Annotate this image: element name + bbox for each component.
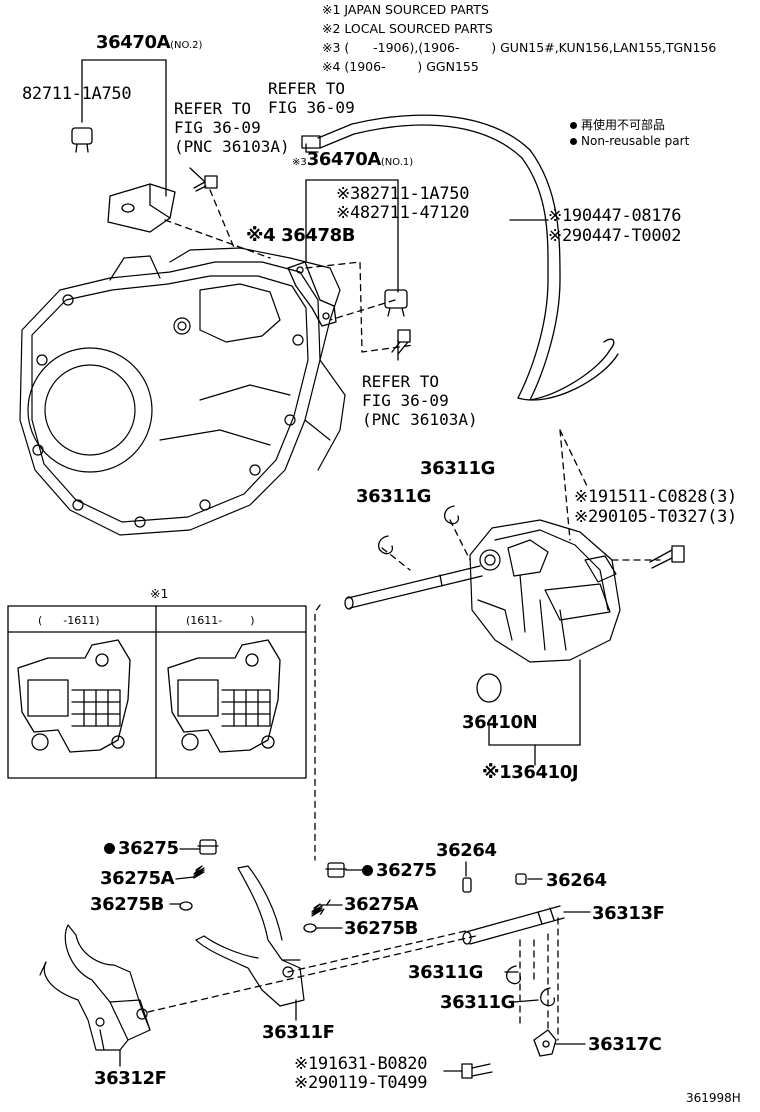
bolt-91511 xyxy=(649,545,685,569)
part-tag: (NO.1) xyxy=(380,157,414,168)
shift-housing xyxy=(469,519,621,663)
pin-36264-left xyxy=(462,877,472,893)
part-mark: ※3 xyxy=(292,157,307,168)
ball-36275b-left xyxy=(179,901,193,911)
label-90447-t0002[interactable]: ※290447-T0002 xyxy=(548,226,682,246)
label-36311g-c[interactable]: 36311G xyxy=(408,962,483,983)
label-36275-left[interactable]: 36275 xyxy=(104,840,179,858)
label-36313f[interactable]: 36313F xyxy=(592,903,665,924)
label-36410j[interactable]: ※136410J xyxy=(482,762,579,783)
part-number: 36275 xyxy=(118,838,179,859)
label-36311g-d[interactable]: 36311G xyxy=(440,992,515,1013)
label-82711-1a750-mid[interactable]: ※382711-1A750 xyxy=(336,184,470,204)
refer-fig-36-09-left[interactable]: REFER TO FIG 36-09 (PNC 36103A) xyxy=(174,99,290,156)
legend-non-reusable-en: Non-reusable part xyxy=(570,134,689,148)
inset-left-header: ( -1611) xyxy=(38,614,100,627)
bolt-upper-left xyxy=(193,175,218,192)
bracket-36478b xyxy=(287,261,337,327)
leader-lines-upper xyxy=(81,59,549,361)
label-36410n[interactable]: 36410N xyxy=(462,712,538,733)
plug-36275-right xyxy=(325,862,347,878)
part-tag: (NO.2) xyxy=(170,40,203,51)
label-36312f[interactable]: 36312F xyxy=(94,1068,167,1089)
refer-fig-36-09-top[interactable]: REFER TO FIG 36-09 xyxy=(268,79,355,117)
part-number: 36275 xyxy=(376,860,437,881)
leader-lines-lower xyxy=(119,848,467,1067)
spring-36275a-right xyxy=(311,903,323,917)
inset-mark: ※1 xyxy=(150,586,169,601)
note-japan-sourced: ※1 JAPAN SOURCED PARTS xyxy=(322,2,489,17)
clip-mid xyxy=(384,289,408,317)
note-applicability-4: ※4 (1906- ) GGN155 xyxy=(322,59,479,74)
label-90119-t0499[interactable]: ※290119-T0499 xyxy=(294,1073,428,1093)
snap-rings-upper xyxy=(377,505,460,555)
part-number: 36470A xyxy=(96,32,171,53)
dashed-lines-upper xyxy=(164,189,661,861)
pin-36264-right xyxy=(515,873,543,885)
label-36478b[interactable]: ※4 36478B xyxy=(246,225,356,246)
leader-36410j xyxy=(488,659,581,766)
shift-shaft xyxy=(344,565,483,610)
non-reusable-dot-icon xyxy=(362,865,373,876)
breather-hose xyxy=(301,114,619,401)
dashed-lines-lower xyxy=(147,899,559,1041)
label-91631-b0820[interactable]: ※191631-B0820 xyxy=(294,1054,428,1074)
note-applicability-3: ※3 ( -1906),(1906- ) GUN15#,KUN156,LAN15… xyxy=(322,40,717,55)
o-ring-36410n xyxy=(476,673,502,703)
label-36264-right[interactable]: 36264 xyxy=(546,870,607,891)
transfer-case-housing xyxy=(19,247,346,536)
clip-top xyxy=(71,127,93,153)
non-reusable-dot-icon xyxy=(104,843,115,854)
label-36311f[interactable]: 36311F xyxy=(262,1022,335,1043)
label-36275b-left[interactable]: 36275B xyxy=(90,894,164,915)
label-36275-right[interactable]: 36275 xyxy=(362,862,437,880)
label-36311g-a[interactable]: 36311G xyxy=(420,458,495,479)
label-36317c[interactable]: 36317C xyxy=(588,1034,662,1055)
label-36264-left[interactable]: 36264 xyxy=(436,840,497,861)
label-36275a-right[interactable]: 36275A xyxy=(344,894,419,915)
legend-non-reusable-jp: 再使用不可部品 xyxy=(570,116,665,133)
note-local-sourced: ※2 LOCAL SOURCED PARTS xyxy=(322,21,493,36)
bolt-91631 xyxy=(443,1063,493,1079)
label-36275a-left[interactable]: 36275A xyxy=(100,868,175,889)
non-reusable-dot-icon xyxy=(570,138,577,145)
ball-36275b-right xyxy=(303,923,317,933)
plate-36317c xyxy=(533,1029,586,1057)
legend-en-text: Non-reusable part xyxy=(581,134,690,148)
label-91511-c0828[interactable]: ※191511-C0828(3) xyxy=(574,487,737,507)
bracket-no2 xyxy=(107,183,176,233)
bolt-mid xyxy=(391,329,411,355)
label-90447-08176[interactable]: ※190447-08176 xyxy=(548,206,682,226)
plug-36275-left xyxy=(197,839,219,855)
label-36470a-no1[interactable]: ※336470A(NO.1) xyxy=(292,151,413,169)
label-82711-47120[interactable]: ※482711-47120 xyxy=(336,203,470,223)
refer-fig-36-09-mid[interactable]: REFER TO FIG 36-09 (PNC 36103A) xyxy=(362,372,478,429)
fork-36312f xyxy=(39,924,151,1051)
snap-rings-lower xyxy=(504,965,556,1007)
figure-number: 361998H xyxy=(686,1091,741,1105)
non-reusable-dot-icon xyxy=(570,122,577,129)
label-82711-1a750-top[interactable]: 82711-1A750 xyxy=(22,84,132,104)
legend-jp-text: 再使用不可部品 xyxy=(581,118,666,132)
shaft-36313f xyxy=(462,905,591,945)
label-36275b-right[interactable]: 36275B xyxy=(344,918,418,939)
part-number: 36470A xyxy=(306,149,382,170)
fork-36311f xyxy=(195,865,305,1007)
label-36311g-b[interactable]: 36311G xyxy=(356,486,431,507)
label-90105-t0327[interactable]: ※290105-T0327(3) xyxy=(574,507,737,527)
inset-right-header: (1611- ) xyxy=(186,614,255,627)
spring-36275a-left xyxy=(193,865,205,879)
label-36470a-no2[interactable]: 36470A(NO.2) xyxy=(96,34,202,52)
inset-box xyxy=(7,605,307,779)
